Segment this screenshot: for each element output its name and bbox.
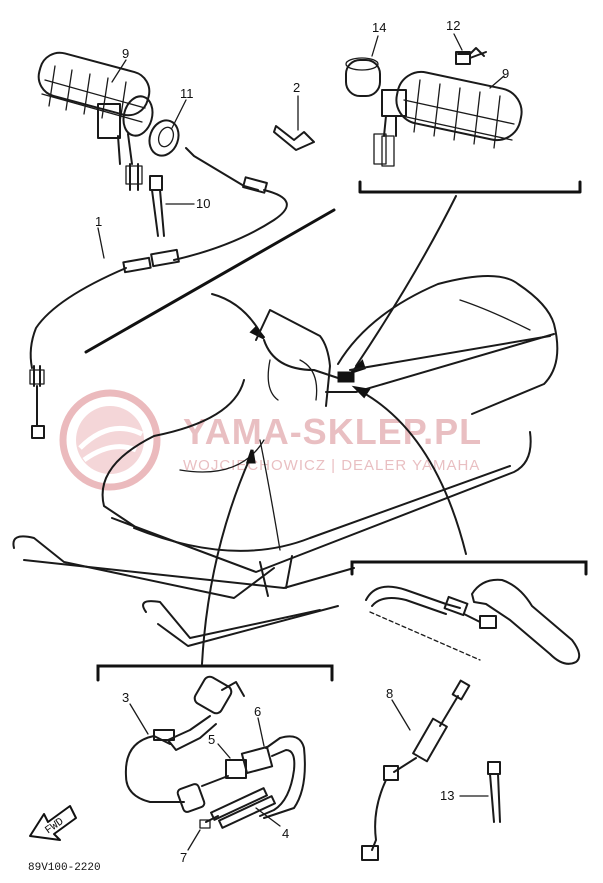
callout-5: 5 — [208, 732, 215, 747]
cable-tie — [210, 787, 276, 829]
throttle-cable — [29, 147, 288, 439]
grip-ring — [148, 119, 180, 157]
fwd-arrow-icon: FWD — [29, 805, 77, 841]
callouts-top-right: 14 12 9 — [371, 18, 509, 89]
callout-4: 4 — [282, 826, 289, 841]
brake-lever — [471, 578, 581, 665]
bracket-bottom-left — [96, 664, 334, 682]
watermark-brand: YAMA-SKLEP.PL — [183, 411, 482, 452]
callouts-bottom-right: 8 13 — [386, 686, 489, 803]
pointer-bottom-right — [361, 391, 467, 555]
pointer-bottom-left — [201, 457, 251, 665]
callout-1: 1 — [95, 214, 102, 229]
callout-3: 3 — [122, 690, 129, 705]
grip-screw — [455, 47, 487, 65]
callout-13: 13 — [440, 788, 454, 803]
watermark: YAMA-SKLEP.PL WOJCIECHOWICZ | DEALER YAM… — [59, 389, 482, 491]
bracket-bottom-right — [350, 560, 588, 576]
part-code: 89V100-2220 — [28, 862, 101, 874]
pointer-top-right — [355, 195, 457, 367]
snowmobile-body — [12, 275, 559, 647]
right-grip-group — [345, 47, 582, 194]
brake-lever-group — [365, 578, 581, 665]
callout-6: 6 — [254, 704, 261, 719]
callout-12: 12 — [446, 18, 460, 33]
wire-clip — [273, 125, 315, 151]
callout-7: 7 — [180, 850, 187, 865]
callouts-top-left: 9 11 2 10 1 — [95, 46, 300, 259]
callout-9-right: 9 — [502, 66, 509, 81]
callouts-bottom-left: 3 6 5 4 7 — [122, 690, 289, 865]
callout-2: 2 — [293, 80, 300, 95]
callout-8: 8 — [386, 686, 393, 701]
brake-cable — [361, 679, 501, 861]
choke-lever — [167, 675, 245, 751]
cable-band-13 — [487, 761, 501, 823]
callout-14: 14 — [372, 20, 386, 35]
watermark-tagline: WOJCIECHOWICZ | DEALER YAMAHA — [183, 457, 480, 474]
left-handlebar-grip — [37, 51, 154, 191]
choke-cable-group — [124, 675, 306, 829]
bracket-top-right — [358, 180, 582, 194]
callout-11: 11 — [180, 86, 194, 101]
callout-9-left: 9 — [122, 46, 129, 61]
grip-cap — [345, 59, 381, 97]
cable-band — [149, 175, 165, 237]
left-grip-group — [29, 51, 315, 439]
pointer-top-left — [211, 293, 261, 333]
bracket-top-left — [84, 208, 336, 354]
callout-10: 10 — [196, 196, 210, 211]
cable-adjuster — [201, 745, 274, 787]
right-handlebar-grip — [373, 70, 523, 167]
